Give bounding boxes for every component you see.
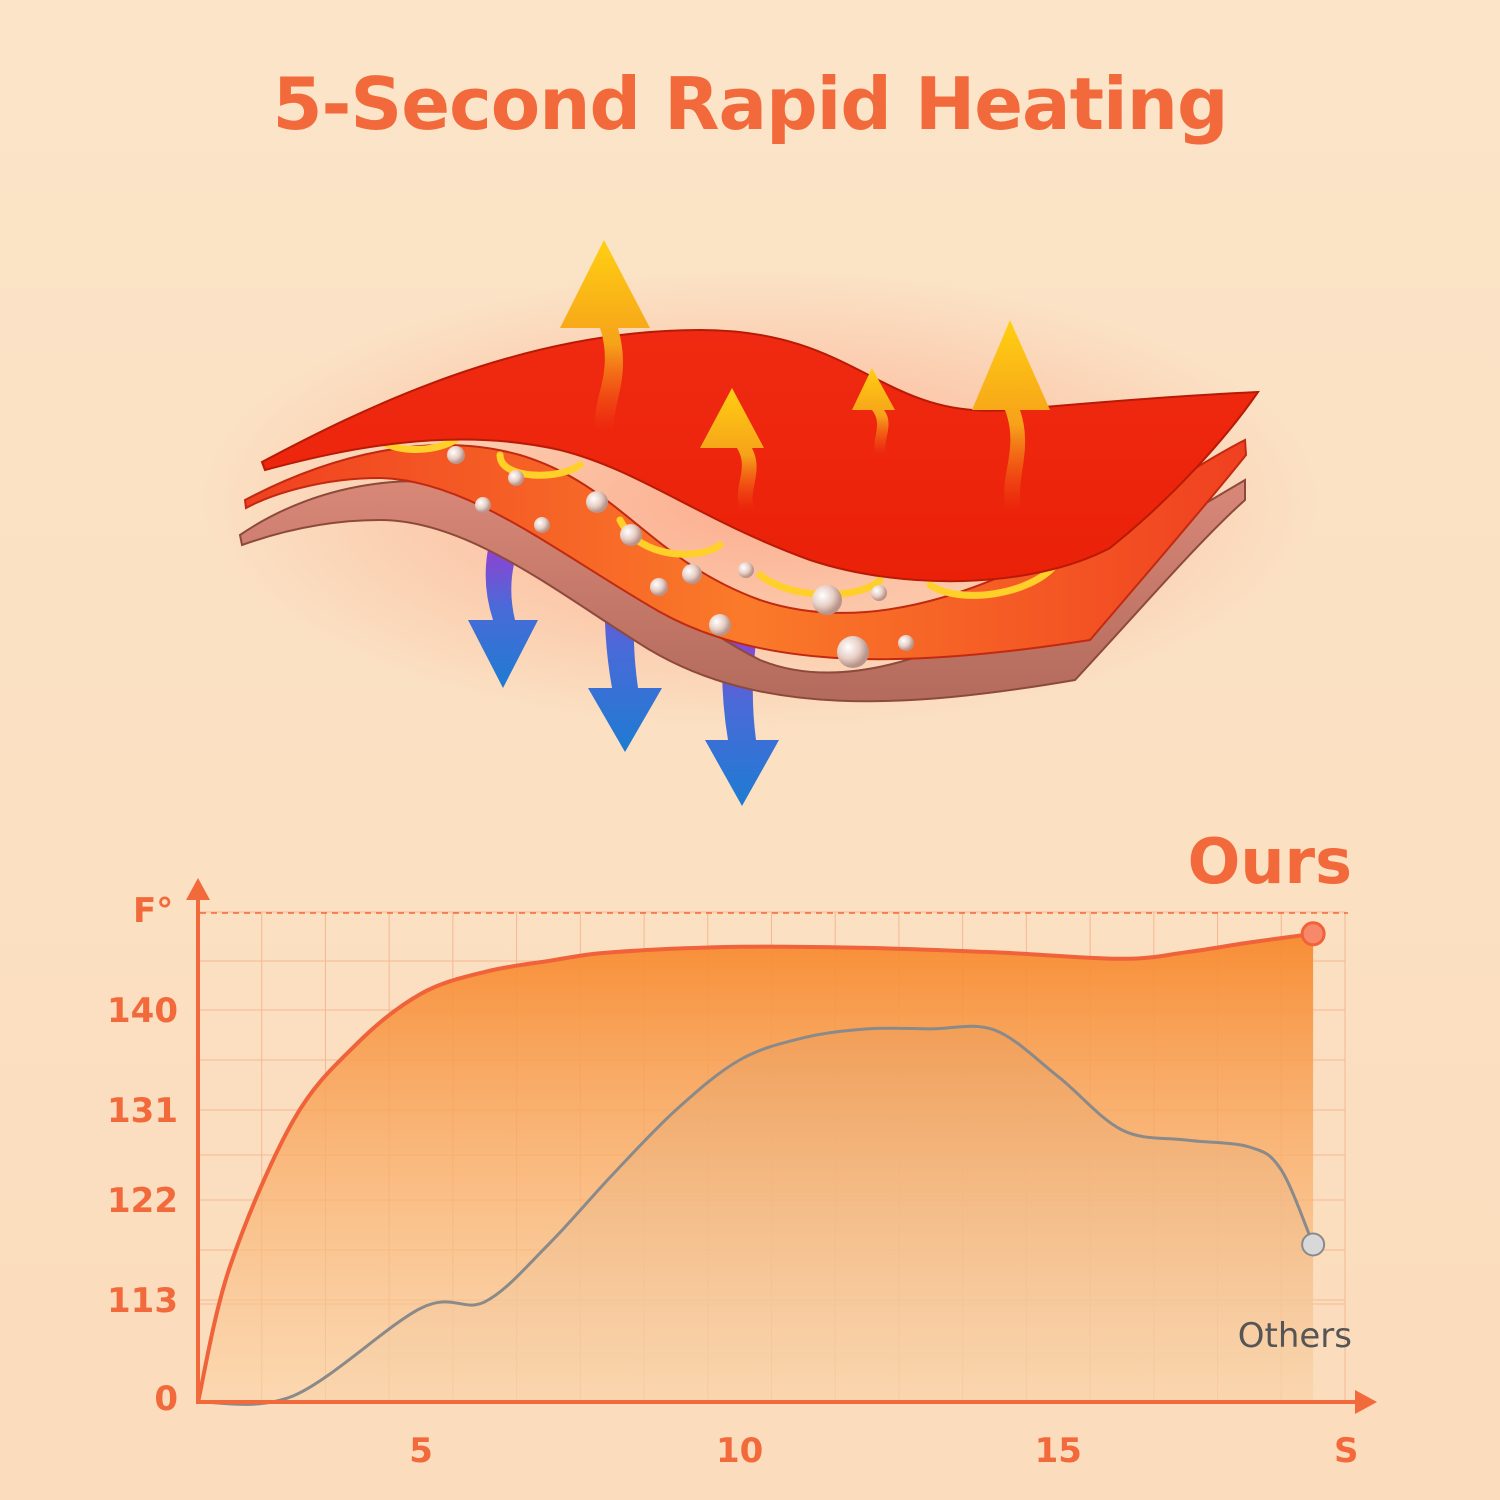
x-tick-label: 10 [716, 1431, 763, 1471]
legend-label-others: Others [1238, 1316, 1352, 1356]
x-axis [196, 1390, 1377, 1414]
up-arrow [852, 368, 895, 455]
x-tick-label: 15 [1035, 1431, 1082, 1471]
x-axis-unit-label: S [1334, 1431, 1359, 1471]
y-tick-label: 0 [154, 1379, 178, 1419]
y-tick-label: 122 [107, 1181, 178, 1221]
y-axis-unit-label: F° [133, 891, 173, 931]
y-axis [186, 878, 210, 1402]
series-line-ours [196, 931, 1314, 1403]
x-tick-label: 5 [409, 1431, 433, 1471]
heating-layer-top [260, 328, 1260, 583]
up-arrow [700, 388, 764, 510]
x-tick-labels: 5 10 15 [409, 1431, 1082, 1471]
down-arrow [468, 540, 538, 688]
series-line-others [197, 1024, 1315, 1406]
heating-chart: F° S 0 113 122 131 140 5 10 15 Ours Others [107, 825, 1377, 1471]
y-tick-labels: 0 113 122 131 140 [107, 991, 178, 1419]
heating-layer-middle [243, 438, 1248, 661]
y-tick-label: 113 [107, 1281, 178, 1321]
up-arrow [972, 320, 1050, 510]
series-end-marker-ours [1300, 921, 1326, 947]
heating-pad-illustration [200, 240, 1320, 806]
up-arrow [560, 240, 650, 430]
series-end-marker-others [1301, 1232, 1326, 1257]
y-tick-label: 131 [107, 1091, 178, 1131]
moisture-droplets [447, 446, 914, 668]
y-tick-label: 140 [107, 991, 178, 1031]
legend-label-ours: Ours [1188, 825, 1352, 898]
series-area-ours [198, 933, 1314, 1402]
heating-wire [376, 436, 1059, 599]
page-title: 5-Second Rapid Heating [272, 62, 1228, 146]
